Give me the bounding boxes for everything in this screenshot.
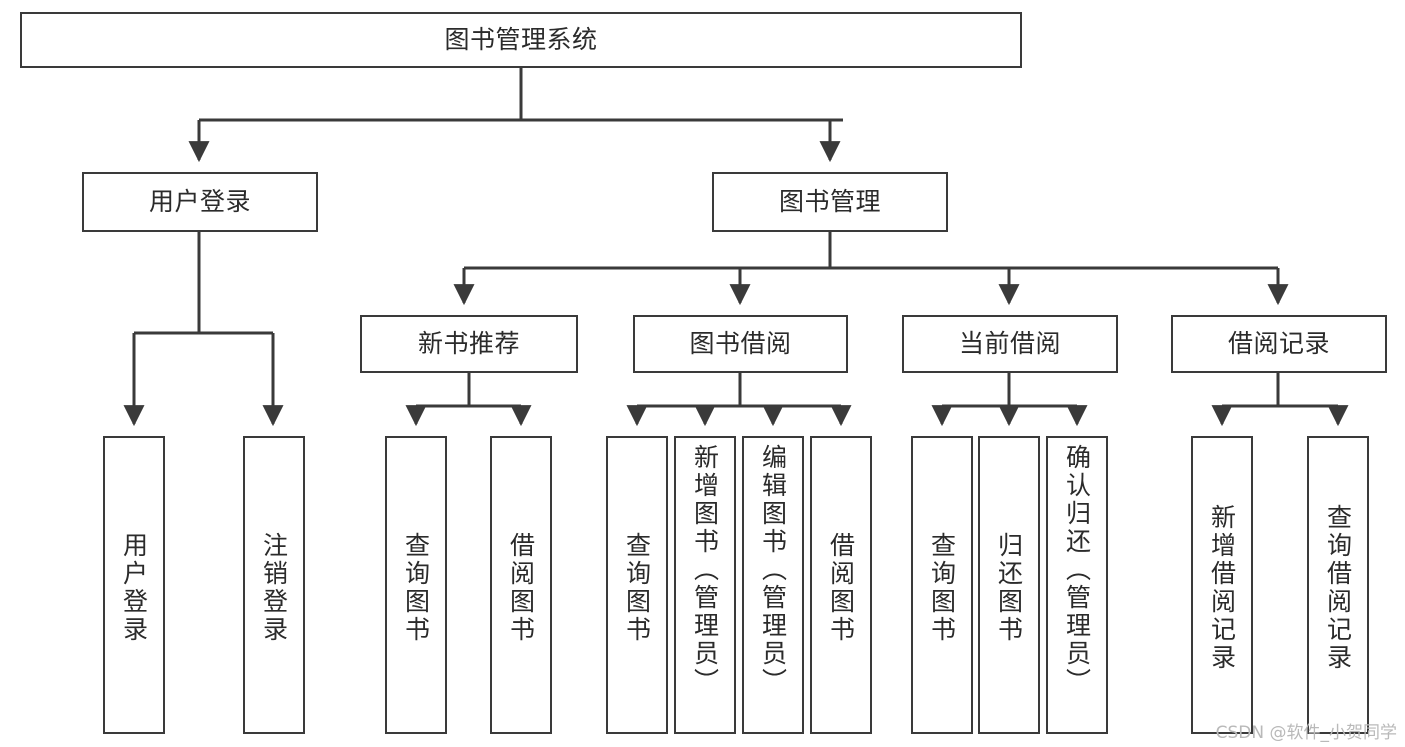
- leaf-query-book-2[interactable]: 查询图书: [606, 436, 668, 734]
- node-user-login-label: 用户登录: [148, 187, 251, 217]
- node-user-login[interactable]: 用户登录: [82, 172, 318, 232]
- leaf-query-book-2-label: 查询图书: [622, 532, 652, 644]
- node-new-book-recommend-label: 新书推荐: [417, 329, 520, 359]
- watermark: CSDN @软件_小贺同学: [1215, 723, 1397, 743]
- leaf-user-login[interactable]: 用户登录: [103, 436, 165, 734]
- node-current-borrow[interactable]: 当前借阅: [902, 315, 1118, 373]
- node-borrow-record[interactable]: 借阅记录: [1171, 315, 1387, 373]
- leaf-edit-book-label: 编辑图书（管理员）: [758, 444, 788, 696]
- leaf-query-record[interactable]: 查询借阅记录: [1307, 436, 1369, 734]
- leaf-return-book-label: 归还图书: [994, 532, 1024, 644]
- leaf-return-book[interactable]: 归还图书: [978, 436, 1040, 734]
- leaf-query-book-1[interactable]: 查询图书: [385, 436, 447, 734]
- leaf-add-book-label: 新增图书（管理员）: [690, 444, 720, 696]
- leaf-confirm-return[interactable]: 确认归还（管理员）: [1046, 436, 1108, 734]
- leaf-borrow-book-2[interactable]: 借阅图书: [810, 436, 872, 734]
- leaf-borrow-book-2-label: 借阅图书: [826, 532, 856, 644]
- leaf-borrow-book-1[interactable]: 借阅图书: [490, 436, 552, 734]
- leaf-add-record-label: 新增借阅记录: [1207, 504, 1237, 672]
- leaf-confirm-return-label: 确认归还（管理员）: [1062, 444, 1092, 696]
- node-new-book-recommend[interactable]: 新书推荐: [360, 315, 578, 373]
- node-root[interactable]: 图书管理系统: [20, 12, 1022, 68]
- leaf-edit-book[interactable]: 编辑图书（管理员）: [742, 436, 804, 734]
- node-book-management[interactable]: 图书管理: [712, 172, 948, 232]
- leaf-logout-login[interactable]: 注销登录: [243, 436, 305, 734]
- leaf-add-record[interactable]: 新增借阅记录: [1191, 436, 1253, 734]
- leaf-add-book[interactable]: 新增图书（管理员）: [674, 436, 736, 734]
- leaf-query-record-label: 查询借阅记录: [1323, 504, 1353, 672]
- node-book-borrow[interactable]: 图书借阅: [633, 315, 848, 373]
- leaf-query-book-3-label: 查询图书: [927, 532, 957, 644]
- node-borrow-record-label: 借阅记录: [1227, 329, 1330, 359]
- leaf-query-book-3[interactable]: 查询图书: [911, 436, 973, 734]
- leaf-logout-login-label: 注销登录: [259, 532, 289, 644]
- node-book-borrow-label: 图书借阅: [689, 329, 792, 359]
- leaf-query-book-1-label: 查询图书: [401, 532, 431, 644]
- node-root-label: 图书管理系统: [444, 25, 598, 55]
- leaf-user-login-label: 用户登录: [119, 532, 149, 644]
- node-current-borrow-label: 当前借阅: [958, 329, 1061, 359]
- leaf-borrow-book-1-label: 借阅图书: [506, 532, 536, 644]
- node-book-management-label: 图书管理: [778, 187, 881, 217]
